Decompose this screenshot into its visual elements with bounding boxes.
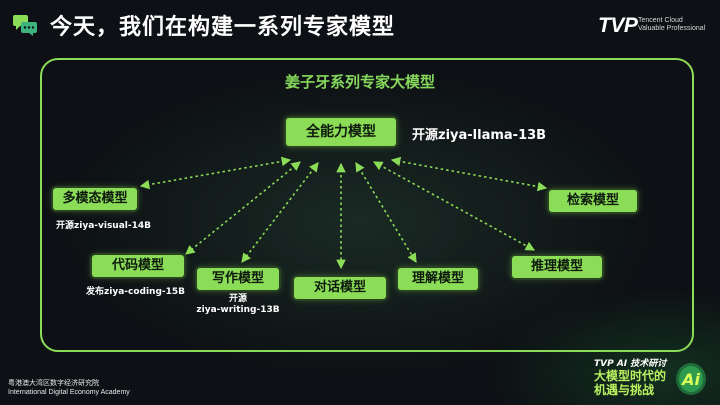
- caption-writing-line2: ziya-writing-13B: [196, 305, 280, 315]
- node-reasoning-model: 推理模型: [512, 256, 602, 278]
- brand-tagline-line1: Tencent Cloud: [638, 17, 683, 24]
- chat-bubbles-icon: [13, 15, 37, 36]
- page-title: 今天，我们在构建一系列专家模型: [50, 15, 396, 40]
- brand-tagline: Tencent Cloud Valuable Professional: [638, 17, 705, 33]
- organization-name-en: International Digital Economy Academy: [8, 389, 130, 396]
- ai-logo-icon: Ai: [676, 363, 706, 395]
- arrow-to-reasoning: [372, 161, 536, 251]
- node-dialogue-model: 对话模型: [294, 277, 386, 299]
- brand-tagline-line2: Valuable Professional: [638, 25, 706, 32]
- diagram-frame: [40, 58, 694, 352]
- node-retrieval-model: 检索模型: [549, 190, 637, 212]
- caption-ziya-visual: 开源ziya-visual-14B: [56, 221, 151, 231]
- event-title: 大模型时代的 机遇与挑战: [594, 369, 666, 397]
- node-writing-model: 写作模型: [197, 268, 279, 290]
- brand-logo-text: TVP: [598, 14, 638, 37]
- ai-logo-text: Ai: [680, 370, 700, 389]
- arrow-to-retrieval: [390, 156, 548, 192]
- tvp-brand-logo: TVP Tencent Cloud Valuable Professional: [598, 14, 710, 40]
- caption-ziya-llama: 开源ziya-llama-13B: [412, 128, 547, 143]
- node-understanding-model: 理解模型: [398, 268, 478, 290]
- caption-ziya-coding: 发布ziya-coding-15B: [86, 287, 186, 297]
- diagram-subtitle: 姜子牙系列专家大模型: [284, 73, 435, 91]
- event-title-line1: 大模型时代的: [594, 369, 667, 383]
- node-all-capability-model: 全能力模型: [286, 118, 396, 146]
- arrow-to-writing: [241, 162, 319, 263]
- organization-name-cn: 粤港澳大湾区数字经济研究院: [8, 380, 99, 387]
- arrow-to-multimodal: [139, 156, 292, 190]
- organization-name: 粤港澳大湾区数字经济研究院 International Digital Econ…: [8, 379, 130, 397]
- node-code-model: 代码模型: [92, 255, 184, 277]
- arrow-to-understanding: [355, 161, 417, 264]
- event-logo: TVP AI 技术研讨 大模型时代的 机遇与挑战 Ai: [594, 356, 714, 402]
- header: 今天，我们在构建一系列专家模型 TVP Tencent Cloud Valuab…: [0, 0, 720, 48]
- event-title-line2: 机遇与挑战: [594, 383, 655, 397]
- caption-writing-line1: 开源: [228, 294, 247, 304]
- node-multimodal-model: 多模态模型: [53, 188, 137, 210]
- caption-ziya-writing: 开源 ziya-writing-13B: [188, 294, 288, 316]
- event-tag: TVP AI 技术研讨: [594, 359, 667, 369]
